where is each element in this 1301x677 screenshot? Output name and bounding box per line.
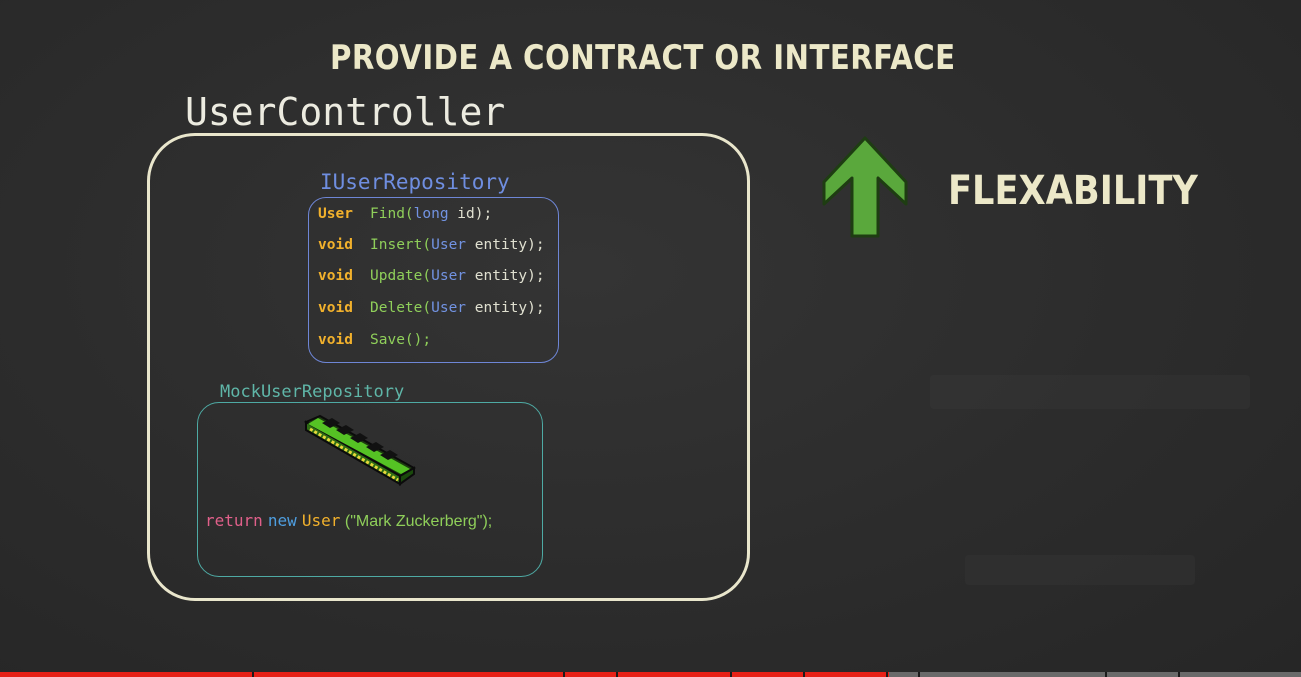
return-type: void [318,268,353,284]
param-name: entity); [466,237,545,253]
param-name: entity); [466,268,545,284]
chapter-marker [563,672,565,677]
param-type: User [431,300,467,316]
method-name: Save(); [370,332,432,348]
chapter-marker [252,672,254,677]
interface-method: void Update(User entity); [318,268,545,290]
string-literal: ("Mark Zuckerberg"); [340,513,493,530]
mock-label: MockUserRepository [220,382,405,402]
chapter-marker [1105,672,1107,677]
chapter-marker [730,672,732,677]
return-type: void [318,237,353,253]
param-type: User [431,268,467,284]
method-name: Delete( [370,300,432,316]
flexability-label: FLEXABILITY [948,168,1198,214]
ram-chip-icon [303,414,416,486]
param-type: User [431,237,467,253]
interface-method: User Find(long id); [318,206,492,228]
controller-label: UserController [185,90,506,134]
mock-box [197,402,543,577]
faint-caption-block [965,555,1195,585]
chapter-marker [803,672,805,677]
return-keyword: return [205,511,263,530]
up-arrow-icon [822,136,908,238]
interface-method: void Insert(User entity); [318,237,545,259]
interface-method: void Delete(User entity); [318,300,545,322]
param-type: long [413,206,449,222]
chapter-marker [918,672,920,677]
chapter-marker [1178,672,1180,677]
interface-method: void Save(); [318,332,431,354]
method-name: Insert( [370,237,432,253]
return-type: User [318,206,353,222]
method-name: Find( [370,206,414,222]
user-type: User [301,511,341,530]
method-name: Update( [370,268,432,284]
interface-box [308,197,559,363]
interface-label: IUserRepository [320,170,510,194]
param-name: id); [448,206,493,222]
slide-title: PROVIDE A CONTRACT OR INTERFACE [330,38,956,78]
mock-return-statement: return new User ("Mark Zuckerberg"); [205,511,492,531]
return-type: void [318,332,353,348]
video-progress-bar[interactable] [0,672,1301,677]
progress-played [0,672,889,677]
controller-box [147,133,750,601]
faint-caption-block [930,375,1250,409]
return-type: void [318,300,353,316]
param-name: entity); [466,300,545,316]
chapter-marker [616,672,618,677]
chapter-marker [886,672,888,677]
new-keyword: new [267,511,297,530]
